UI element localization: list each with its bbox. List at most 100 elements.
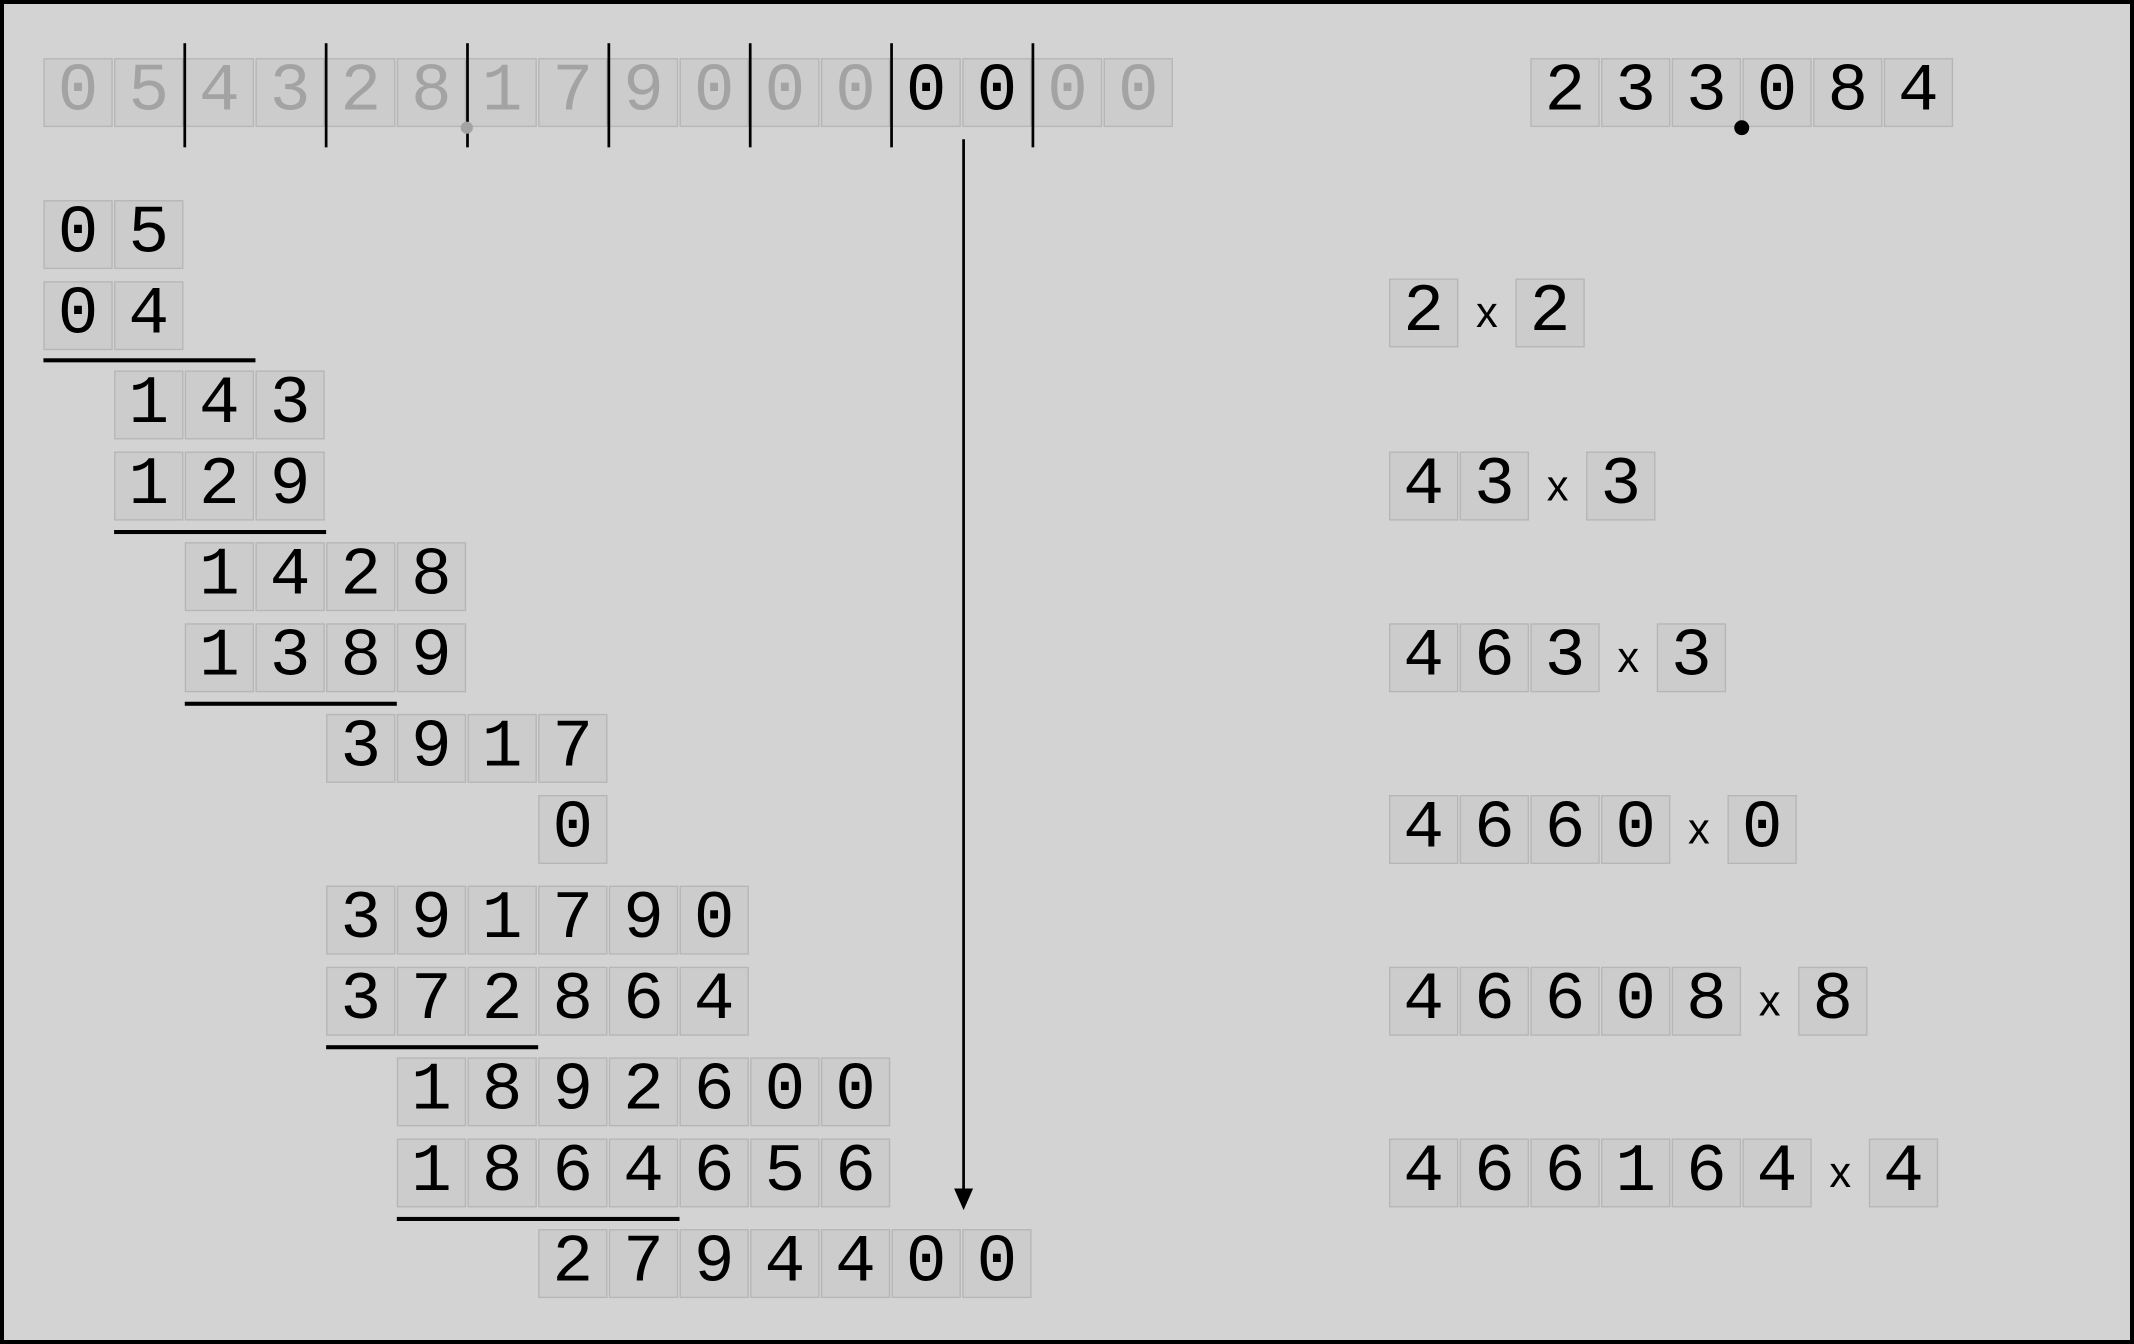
step-digit: 7 bbox=[608, 1229, 679, 1299]
step-digit: 8 bbox=[467, 1057, 537, 1127]
step-row: 0 bbox=[538, 795, 609, 864]
result-digit: 3 bbox=[1601, 58, 1671, 128]
multiplicand-digit: 8 bbox=[1671, 966, 1742, 1036]
step-digit: 0 bbox=[962, 1229, 1032, 1299]
step-digit: 3 bbox=[326, 966, 396, 1036]
multiplicand-digit: 6 bbox=[1530, 1138, 1600, 1208]
step-digit: 8 bbox=[396, 542, 467, 612]
group-separator bbox=[890, 43, 893, 148]
step-digit: 2 bbox=[538, 1229, 608, 1299]
multiplier-digit: 2 bbox=[1515, 278, 1585, 348]
step-digit: 8 bbox=[467, 1138, 537, 1208]
group-separator bbox=[748, 43, 752, 148]
multiplicand-digit: 6 bbox=[1530, 966, 1600, 1036]
multiplicand-digit: 6 bbox=[1459, 795, 1530, 864]
step-digit: 9 bbox=[255, 452, 325, 521]
subtraction-underline bbox=[114, 530, 327, 535]
multiplier-digit: 0 bbox=[1727, 795, 1797, 864]
group-separator bbox=[1031, 43, 1035, 148]
multiplicand-digit: 0 bbox=[1601, 966, 1671, 1036]
step-digit: 4 bbox=[750, 1229, 820, 1299]
step-digit: 4 bbox=[608, 1138, 679, 1208]
times-sign: x bbox=[1476, 287, 1498, 337]
group-separator bbox=[466, 43, 469, 148]
radicand-digit: 1 bbox=[467, 58, 537, 128]
step-digit: 6 bbox=[679, 1057, 749, 1127]
multiplicand-digit: 0 bbox=[1601, 795, 1671, 864]
step-digit: 0 bbox=[750, 1057, 820, 1127]
subtraction-underline bbox=[396, 1216, 680, 1221]
radicand-digit: 0 bbox=[891, 58, 961, 128]
multiplicand-digit: 2 bbox=[1389, 278, 1459, 348]
group-separator bbox=[607, 43, 611, 148]
step-digit: 8 bbox=[326, 623, 396, 693]
result-decimal-point bbox=[1734, 120, 1750, 136]
multiplicand-digit: 4 bbox=[1389, 623, 1459, 693]
step-digit: 8 bbox=[538, 966, 608, 1036]
multiplicand-digit: 1 bbox=[1601, 1138, 1671, 1208]
step-digit: 6 bbox=[538, 1138, 608, 1208]
step-digit: 4 bbox=[184, 370, 255, 440]
multiplier-digit: 8 bbox=[1798, 966, 1868, 1036]
radicand-digit: 0 bbox=[679, 58, 749, 128]
step-digit: 0 bbox=[891, 1229, 961, 1299]
radicand-digit: 8 bbox=[396, 58, 467, 128]
step-digit: 3 bbox=[255, 623, 325, 693]
step-digit: 9 bbox=[396, 885, 467, 955]
step-digit: 2 bbox=[326, 542, 396, 612]
multiplicand-digit: 3 bbox=[1459, 452, 1530, 521]
multiplicand-digit: 6 bbox=[1459, 1138, 1530, 1208]
step-digit: 2 bbox=[608, 1057, 679, 1127]
result-digit: 3 bbox=[1671, 58, 1742, 128]
step-digit: 1 bbox=[467, 885, 537, 955]
radicand-digit: 0 bbox=[962, 58, 1032, 128]
subtraction-underline bbox=[43, 358, 256, 363]
step-digit: 0 bbox=[43, 281, 113, 351]
step-digit: 9 bbox=[538, 1057, 608, 1127]
step-digit: 9 bbox=[608, 885, 679, 955]
step-digit: 7 bbox=[538, 885, 608, 955]
step-digit: 0 bbox=[538, 795, 608, 864]
step-digit: 4 bbox=[255, 542, 325, 612]
multiplicand-digit: 4 bbox=[1389, 452, 1459, 521]
result-digit: 4 bbox=[1883, 58, 1954, 128]
step-digit: 1 bbox=[184, 623, 255, 693]
step-digit: 0 bbox=[43, 200, 113, 270]
step-digit: 1 bbox=[114, 452, 184, 521]
step-digit: 5 bbox=[114, 200, 184, 270]
result-digit: 8 bbox=[1813, 58, 1883, 128]
step-digit: 1 bbox=[396, 1057, 467, 1127]
step-digit: 2 bbox=[467, 966, 537, 1036]
step-digit: 4 bbox=[114, 281, 184, 351]
radicand-digit: 9 bbox=[608, 58, 679, 128]
times-sign: x bbox=[1617, 632, 1640, 682]
group-separator bbox=[324, 43, 328, 148]
step-digit: 2 bbox=[184, 452, 255, 521]
multiplicand-digit: 6 bbox=[1459, 623, 1530, 693]
multiplier-digit: 3 bbox=[1586, 452, 1656, 521]
step-digit: 9 bbox=[396, 623, 467, 693]
times-sign: x bbox=[1758, 976, 1781, 1025]
step-digit: 4 bbox=[820, 1229, 891, 1299]
radicand-digit: 0 bbox=[43, 58, 113, 128]
step-digit: 9 bbox=[396, 713, 467, 783]
multiplicand-digit: 6 bbox=[1530, 795, 1600, 864]
multiplicand-digit: 4 bbox=[1742, 1138, 1812, 1208]
times-sign: x bbox=[1829, 1147, 1852, 1197]
multiplicand-digit: 4 bbox=[1389, 795, 1459, 864]
subtraction-underline bbox=[326, 1045, 539, 1050]
radicand-digit: 7 bbox=[538, 58, 608, 128]
step-digit: 9 bbox=[679, 1229, 749, 1299]
multiplicand-digit: 6 bbox=[1671, 1138, 1742, 1208]
